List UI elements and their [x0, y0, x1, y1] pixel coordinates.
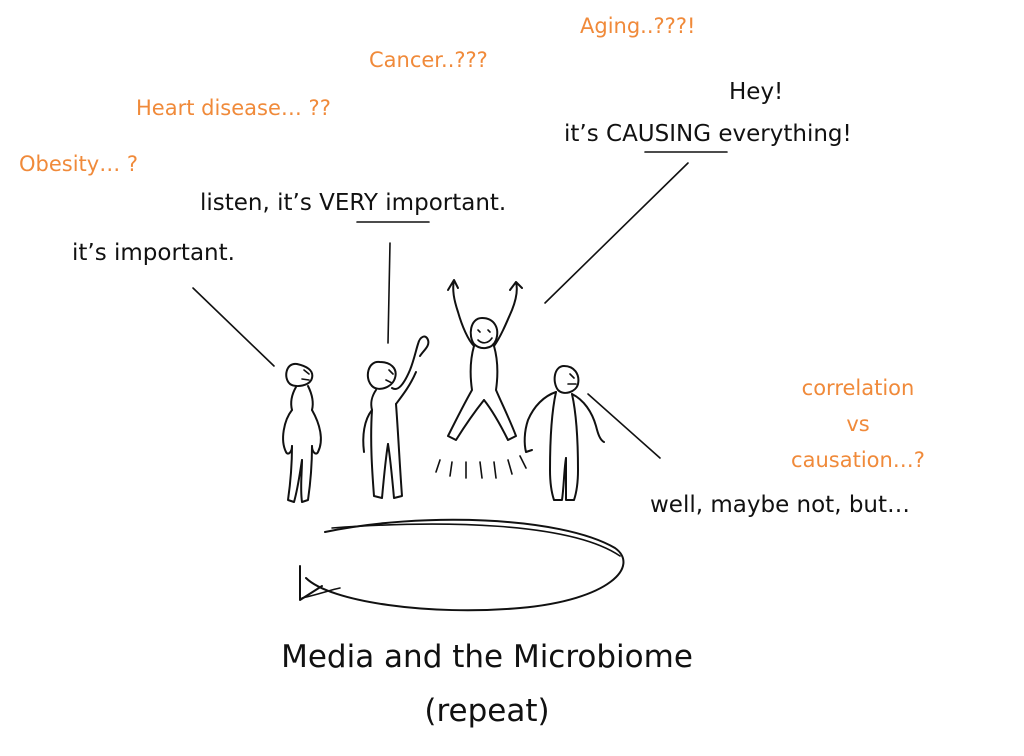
aging-question: Aging..???!	[580, 14, 696, 38]
speech-maybe-not: well, maybe not, but…	[650, 492, 911, 518]
speech-very-word: VERY	[319, 190, 378, 216]
figure-raising-hand	[362, 335, 430, 499]
heart-disease-question: Heart disease… ??	[136, 96, 331, 120]
speech-causing-prefix: it’s C	[564, 121, 623, 147]
correlation-line-2: vs	[846, 412, 870, 436]
pointer-line-very	[387, 242, 391, 344]
figure-jumping	[435, 279, 527, 479]
speech-very-prefix: listen, it’s	[200, 190, 320, 216]
cycle-arrow	[299, 518, 625, 612]
figure-shrugging	[523, 365, 605, 501]
page-title: Media and the Microbiome	[281, 639, 693, 675]
speech-very-important: listen, it’s VERY important.	[200, 192, 506, 215]
correlation-line-3: causation…?	[791, 448, 925, 472]
speech-causing-suffix: NG everything!	[676, 121, 852, 147]
pointer-line-maybe	[587, 393, 661, 459]
speech-causing: it’s CAUSING everything!	[564, 123, 852, 146]
speech-causing-underlined: AUSI	[622, 121, 677, 147]
cancer-question: Cancer..???	[369, 48, 488, 72]
obesity-question: Obesity… ?	[19, 152, 139, 176]
speech-hey: Hey!	[729, 79, 784, 105]
pointer-line-causing	[544, 162, 689, 304]
pointer-line-important	[192, 287, 275, 367]
page-subtitle: (repeat)	[424, 693, 550, 729]
correlation-line-1: correlation	[801, 376, 915, 400]
speech-very-suffix: important.	[377, 190, 507, 216]
speech-important: it’s important.	[72, 240, 235, 266]
figure-standing	[282, 362, 322, 503]
